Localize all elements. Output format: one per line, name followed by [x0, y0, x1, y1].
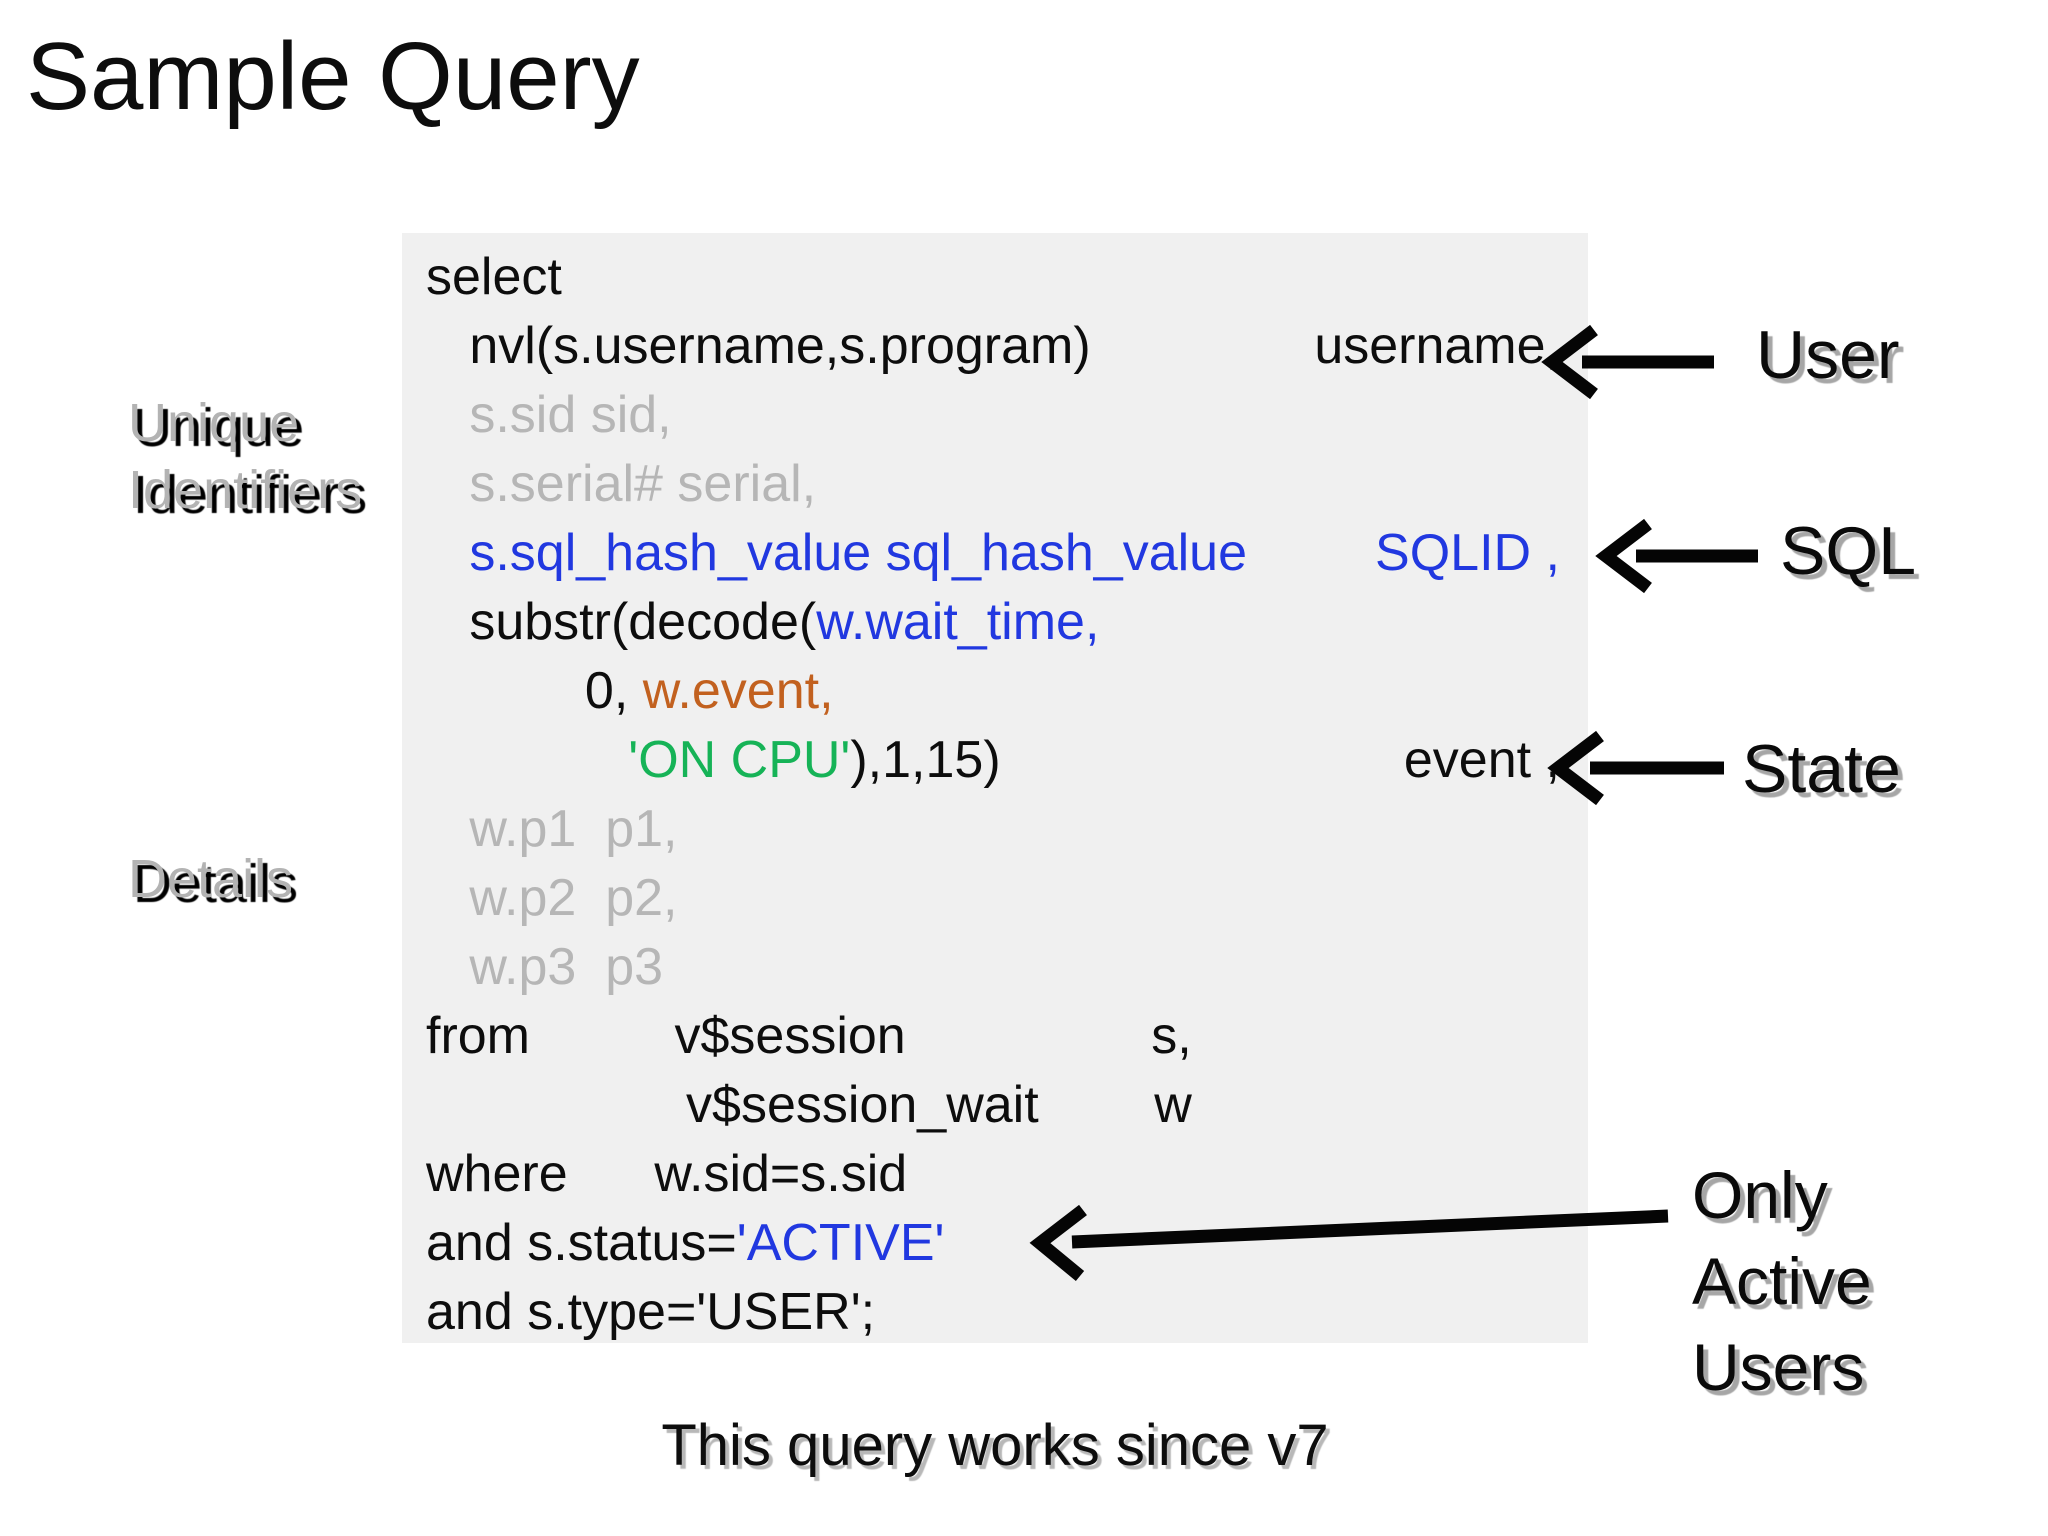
code-segment: 'ACTIVE': [736, 1214, 945, 1272]
code-line: from v$session s,: [426, 1002, 1588, 1071]
code-segment: nvl(s.username,s.program): [426, 317, 1091, 375]
label-unique-identifiers: Unique Identifiers: [128, 393, 363, 520]
code-segment: select: [426, 248, 562, 306]
callout-user: User: [1756, 317, 1900, 393]
code-segment: and s.status=: [426, 1214, 737, 1272]
code-line: s.sid sid,: [426, 381, 1588, 450]
code-right-token: SQLID ,: [1375, 524, 1560, 582]
code-segment: 'ON CPU': [628, 731, 851, 789]
code-segment: [426, 731, 628, 789]
code-line: v$session_wait w: [426, 1071, 1588, 1140]
code-line: where w.sid=s.sid: [426, 1140, 1588, 1209]
code-segment: w.wait_time,: [816, 593, 1100, 651]
code-segment: ),1,15): [850, 731, 1001, 789]
code-segment: substr(decode(: [426, 593, 817, 651]
code-lines: select nvl(s.username,s.program) username…: [402, 243, 1588, 1347]
code-segment: w.p3 p3: [426, 938, 664, 996]
code-segment: s.serial# serial,: [426, 455, 817, 513]
code-segment: w.p2 p2,: [426, 869, 678, 927]
code-segment: and s.type='USER';: [426, 1283, 876, 1341]
code-right-token: username,: [1314, 317, 1560, 375]
code-line: s.sql_hash_value sql_hash_value SQLID ,: [426, 519, 1588, 588]
code-line: w.p1 p1,: [426, 795, 1588, 864]
callout-sql: SQL: [1780, 513, 1917, 589]
code-segment: s.sid sid,: [426, 386, 672, 444]
code-line: substr(decode(w.wait_time,: [426, 588, 1588, 657]
code-segment: w.p1 p1,: [426, 800, 678, 858]
callout-state: State: [1742, 731, 1901, 807]
sql-code-block: select nvl(s.username,s.program) username…: [402, 233, 1588, 1343]
code-line: 'ON CPU'),1,15) event ,: [426, 726, 1588, 795]
code-line: and s.type='USER';: [426, 1278, 1588, 1347]
code-segment: v$session_wait w: [426, 1076, 1192, 1134]
code-line: s.serial# serial,: [426, 450, 1588, 519]
code-line: w.p3 p3: [426, 933, 1588, 1002]
caption: This query works since v7: [661, 1413, 1329, 1478]
code-line: and s.status='ACTIVE': [426, 1209, 1588, 1278]
code-segment: w.event,: [642, 662, 834, 720]
code-line: 0, w.event,: [426, 657, 1588, 726]
label-details: Details: [128, 849, 294, 909]
code-line: select: [426, 243, 1588, 312]
callout-only-active-users: Only Active Users: [1692, 1158, 1872, 1404]
code-segment: from v$session s,: [426, 1007, 1192, 1065]
page-title: Sample Query: [26, 23, 640, 130]
code-segment: s.sql_hash_value sql_hash_value: [426, 524, 1248, 582]
code-line: nvl(s.username,s.program) username,: [426, 312, 1588, 381]
code-segment: where w.sid=s.sid: [426, 1145, 908, 1203]
code-line: w.p2 p2,: [426, 864, 1588, 933]
code-segment: 0,: [426, 662, 643, 720]
code-right-token: event ,: [1403, 731, 1560, 789]
arrow-left-icon-sql: [1595, 518, 1758, 594]
